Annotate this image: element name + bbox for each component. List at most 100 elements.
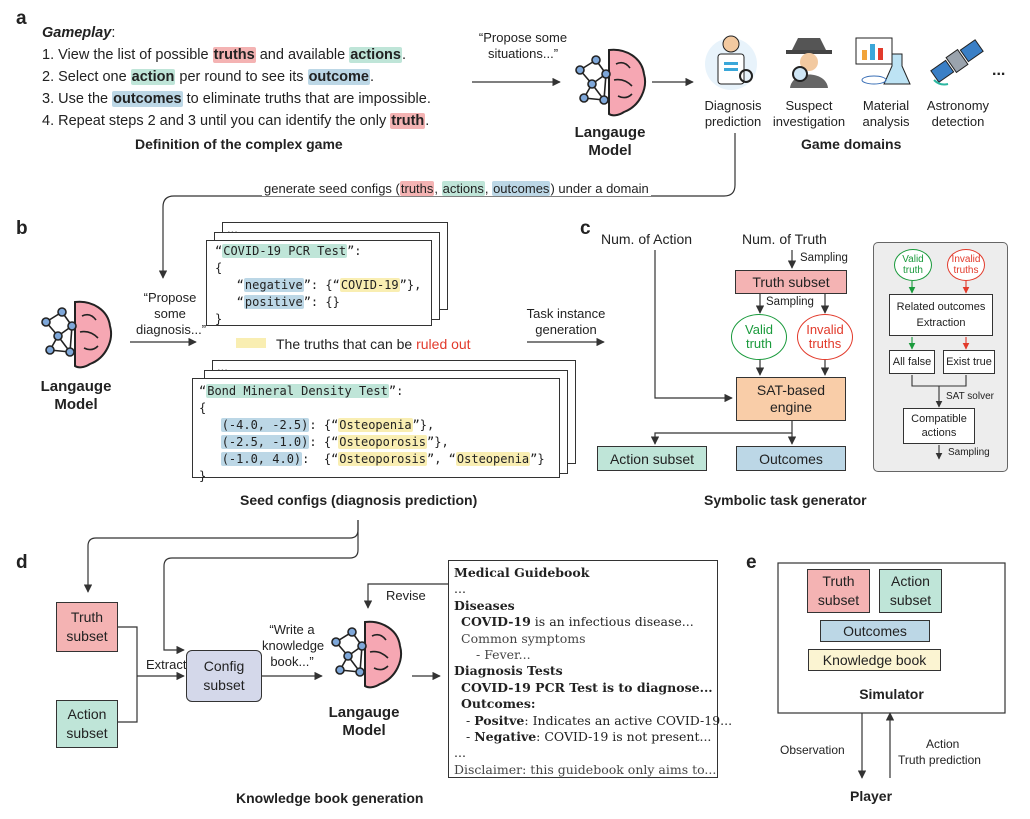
card-dots: ... [217, 359, 228, 374]
domains-caption: Game domains [801, 136, 902, 152]
domain-suspect: Suspect investigation [772, 98, 846, 129]
truth-prediction-label: Truth prediction [898, 753, 981, 767]
doctor-icon [700, 30, 762, 92]
arrow-b-to-d [83, 520, 359, 593]
truth-subset-box-d: Truth subset [56, 602, 118, 652]
brain-icon [32, 296, 118, 372]
task-instance-generation: Task instance generation [526, 306, 606, 337]
knowledge-book-text: Medical Guidebook ... Diseases COVID-19 … [454, 565, 732, 778]
side-sampling-label: Sampling [948, 447, 990, 458]
book-dots: ... [454, 745, 466, 761]
gameplay-step-4: 4. Repeat steps 2 and 3 until you can id… [42, 113, 430, 129]
book-outcomes: Outcomes: [461, 696, 536, 712]
arrow-d-seed [163, 520, 359, 655]
knowledge-book-card: Medical Guidebook ... Diseases COVID-19 … [448, 560, 732, 778]
side-invalid-circle: Invalid truths [947, 249, 985, 281]
compatible-actions-box: Compatible actions [903, 408, 975, 444]
covid-config-card: “COVID-19 PCR Test”: { “negative”: {“COV… [206, 240, 432, 326]
bmd-config-code: “Bond Mineral Density Test”: { (-4.0, -2… [199, 384, 545, 483]
config-subset-box: Config subset [186, 650, 262, 702]
arrow-d-revise [363, 583, 448, 609]
num-action-label: Num. of Action [601, 231, 693, 247]
side-valid-circle: Valid truth [894, 249, 932, 281]
lm-label-a: Langauge Model [574, 124, 646, 159]
simulator-label: Simulator [859, 686, 924, 702]
gameplay-block: Gameplay: 1. View the list of possible t… [42, 22, 431, 132]
sampling-label-2: Sampling [766, 296, 814, 308]
gameplay-step-2: 2. Select one action per round to see it… [42, 69, 375, 85]
action-subset-box-e: Action subset [879, 569, 942, 613]
book-covid-line: COVID-19 is an infectious disease... [461, 614, 694, 630]
related-outcomes-box: Related outcomes Extraction [889, 294, 993, 336]
book-common: Common symptoms [461, 630, 586, 646]
action-subset-box-d: Action subset [56, 700, 118, 748]
prompt-diagnosis: “Propose some diagnosis...” [136, 290, 207, 337]
action-label: Action [926, 737, 960, 751]
extract-label: Extract [146, 657, 187, 672]
legend-swatch [236, 338, 266, 348]
domain-astronomy: Astronomy detection [926, 98, 990, 129]
symbolic-generator-caption: Symbolic task generator [704, 492, 867, 508]
action-subset-box-c: Action subset [597, 446, 707, 471]
domain-material: Material analysis [862, 98, 910, 129]
prompt-knowledge: “Write a knowledge book...” [262, 622, 325, 669]
detective-icon [778, 30, 840, 92]
prompt-situations: “Propose some situations...” [478, 30, 568, 61]
panel-label-d: d [16, 552, 28, 573]
simulator-frame [777, 562, 1006, 714]
outcomes-box-c: Outcomes [736, 446, 846, 471]
seed-configs-caption: Seed configs (diagnosis prediction) [240, 492, 478, 508]
gameplay-title: Gameplay: [42, 25, 116, 41]
knowledge-book-caption: Knowledge book generation [236, 790, 424, 806]
panel-label-c: c [580, 218, 591, 239]
gameplay-step-1: 1. View the list of possible truths and … [42, 47, 407, 63]
arrow-c-action [654, 250, 733, 403]
outcomes-box-e: Outcomes [820, 620, 930, 642]
lm-label-b: Langauge Model [40, 378, 112, 413]
lm-label-d: Langauge Model [328, 704, 400, 739]
seed-config-line: generate seed configs (truths, actions, … [262, 181, 651, 196]
sampling-label-1: Sampling [800, 252, 848, 264]
knowledge-book-box-e: Knowledge book [808, 649, 941, 671]
legend-text: The truths that can be ruled out [276, 336, 471, 352]
player-label: Player [850, 788, 893, 804]
bracket-d-extract [118, 626, 138, 723]
gameplay-step-3: 3. Use the outcomes to eliminate truths … [42, 91, 431, 107]
sat-engine-box: SAT-based engine [736, 377, 846, 421]
book-disclaimer: Disclaimer: this guidebook only aims to.… [454, 761, 717, 777]
observation-label: Observation [780, 743, 845, 757]
book-negative: - Negative: COVID-19 is not present... [466, 729, 712, 745]
book-diag-tests: Diagnosis Tests [454, 663, 563, 679]
book-pcr: COVID-19 PCR Test is to diagnose... [461, 679, 713, 695]
arrow-c-outputs [650, 421, 793, 445]
all-false-box: All false [889, 350, 935, 374]
arrow-a-to-b [158, 133, 736, 279]
covid-config-code: “COVID-19 PCR Test”: { “negative”: {“COV… [215, 244, 422, 326]
invalid-truths-circle: Invalid truths [797, 314, 853, 360]
bmd-config-card: “Bond Mineral Density Test”: { (-4.0, -2… [192, 378, 560, 483]
revise-label: Revise [386, 588, 426, 603]
book-fever: - Fever... [476, 647, 531, 663]
truth-subset-box-e: Truth subset [807, 569, 870, 613]
num-truth-label: Num. of Truth [742, 231, 827, 247]
domains-ellipsis: ... [992, 62, 1006, 79]
book-title: Medical Guidebook [454, 565, 590, 580]
book-positive: - Positve: Indicates an active COVID-19.… [466, 712, 733, 728]
brain-icon [322, 616, 408, 692]
brain-icon [566, 44, 652, 120]
lab-icon [852, 30, 914, 92]
sat-solver-label: SAT solver [946, 391, 994, 402]
exist-true-box: Exist true [943, 350, 995, 374]
book-diseases: Diseases [454, 597, 515, 613]
panel-label-b: b [16, 218, 28, 239]
valid-truth-circle: Valid truth [731, 314, 787, 360]
domain-diagnosis: Diagnosis prediction [704, 98, 762, 129]
book-dots: ... [454, 581, 466, 597]
panel-label-a: a [16, 8, 27, 29]
panel-label-e: e [746, 552, 757, 573]
truth-subset-box: Truth subset [735, 270, 847, 294]
satellite-icon [926, 30, 988, 92]
card-dots: ... [227, 221, 238, 236]
definition-caption: Definition of the complex game [135, 136, 343, 152]
